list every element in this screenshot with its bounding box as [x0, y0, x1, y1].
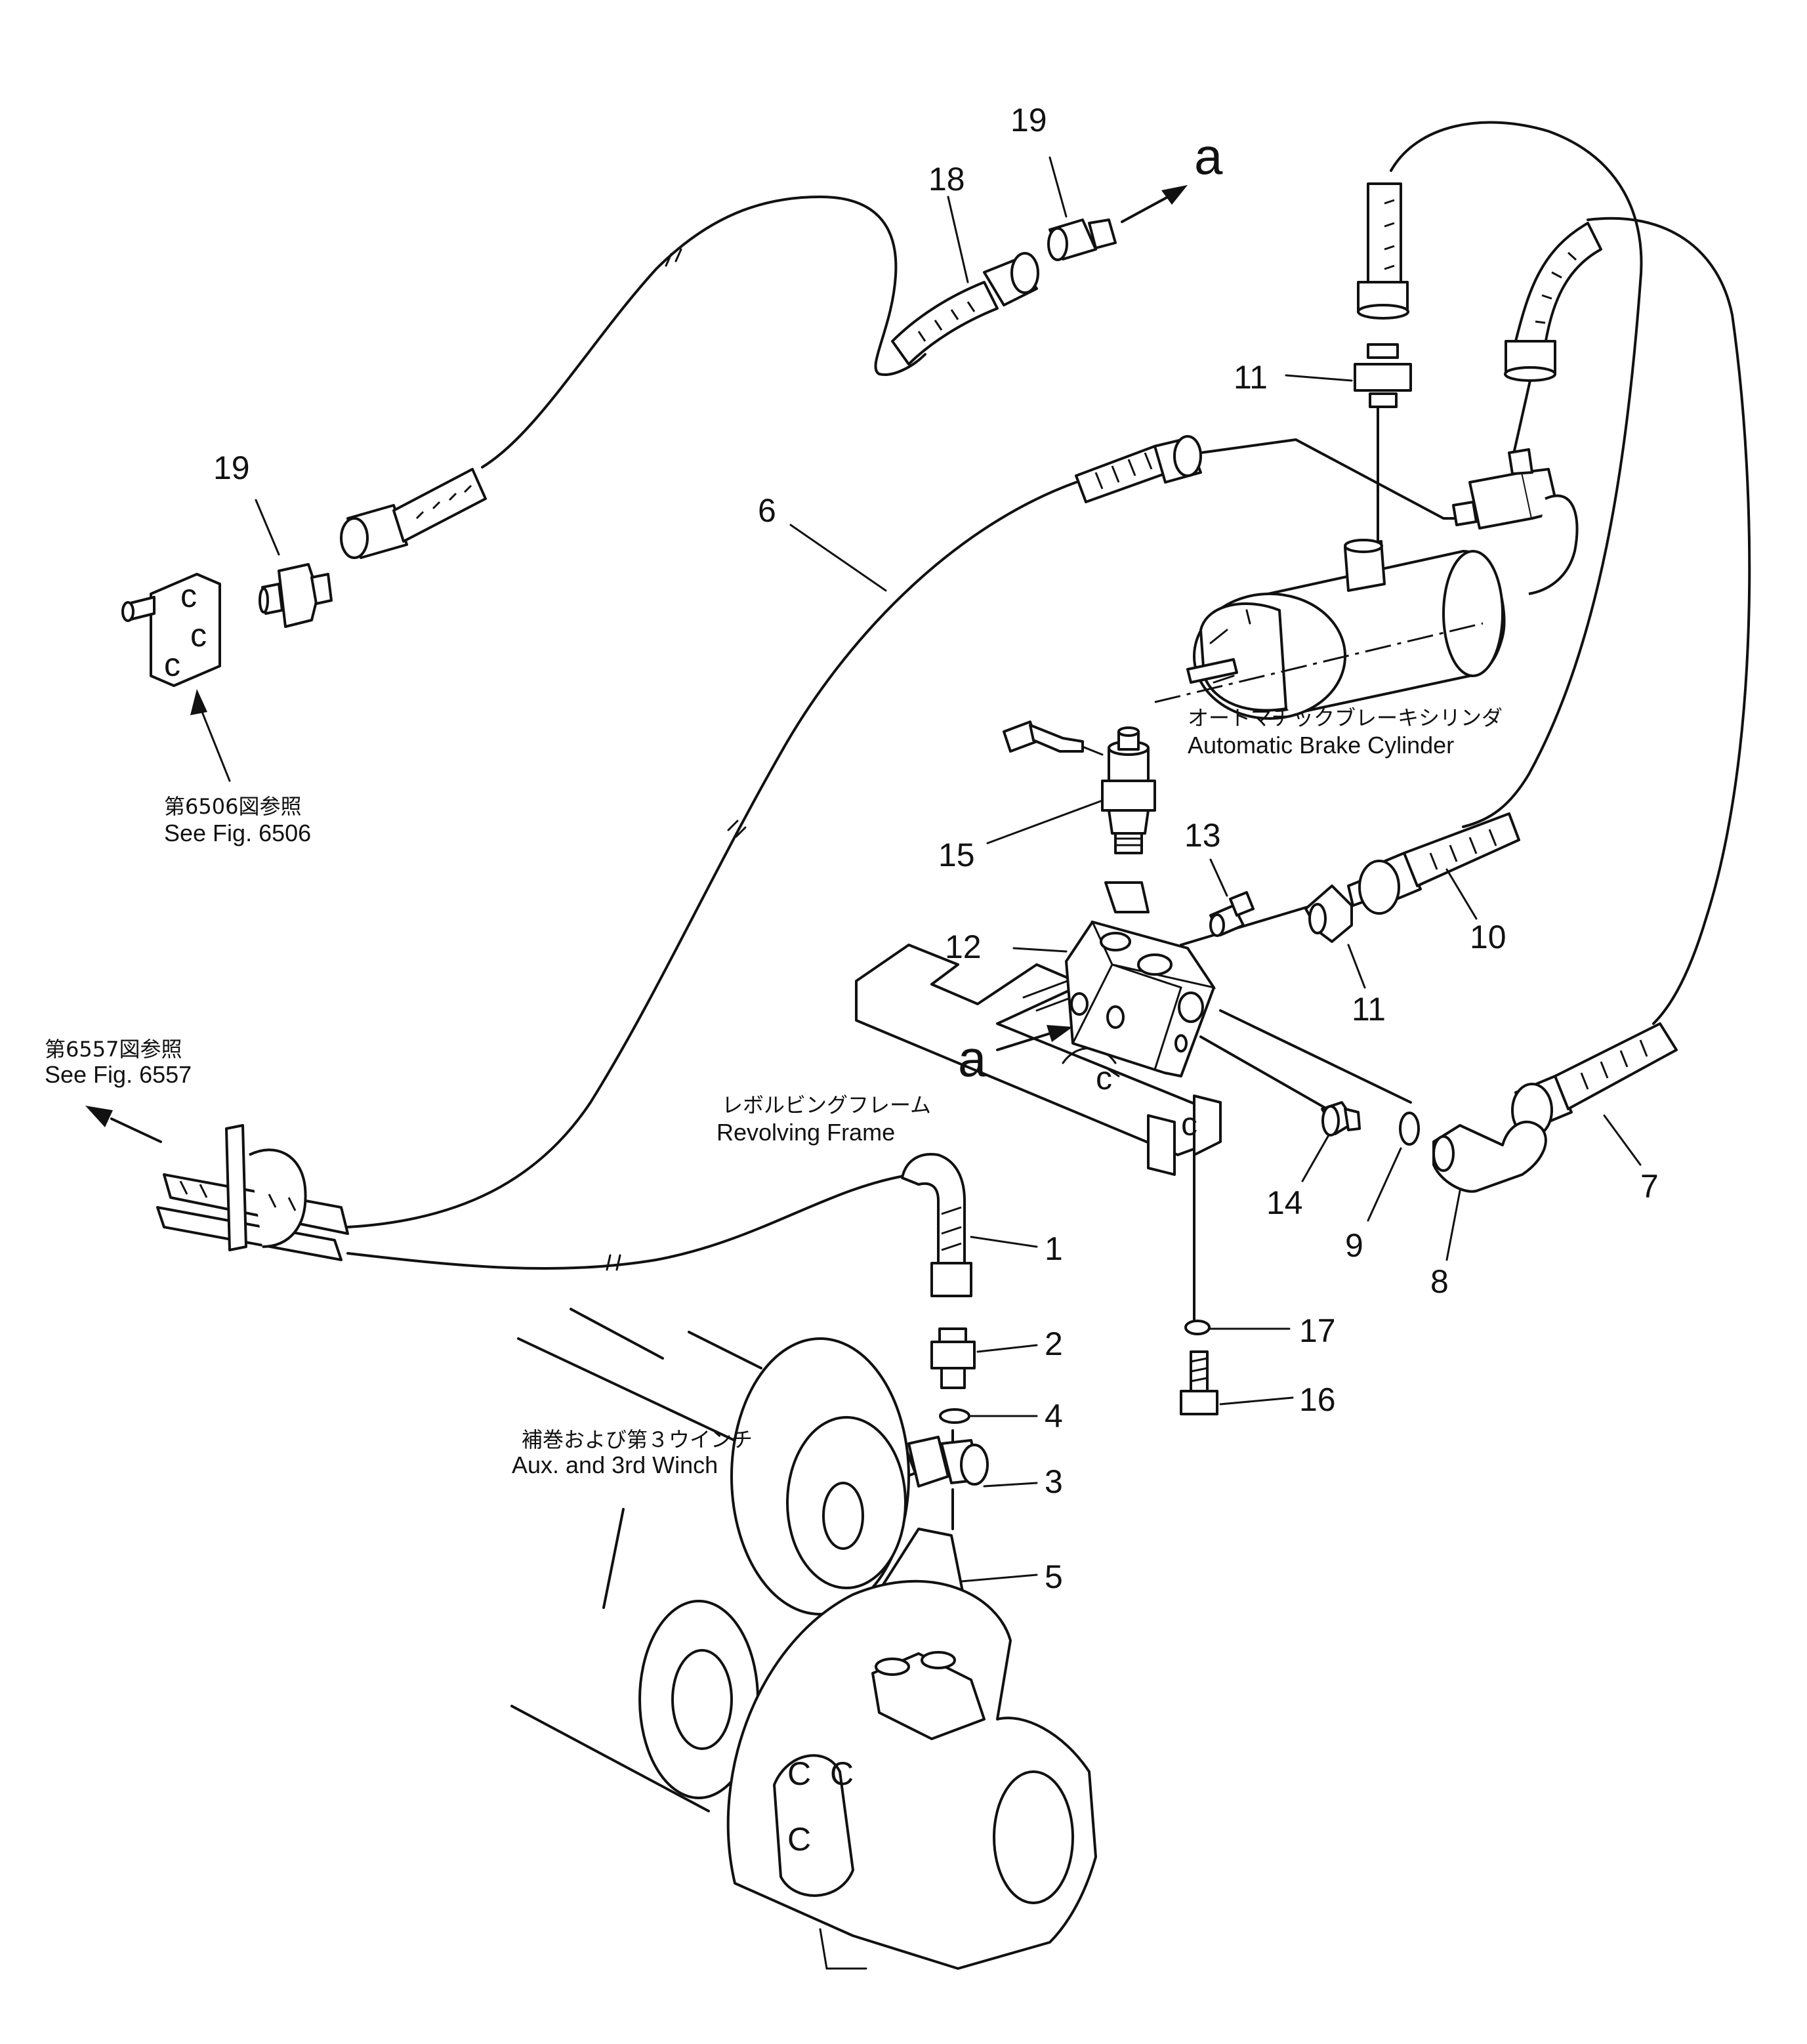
washer-17 [1184, 1320, 1211, 1335]
marker-a-block: a [958, 1030, 987, 1087]
label-brake-jp: オートマチックブレーキシリンダ [1188, 705, 1503, 730]
svg-text:C: C [787, 1755, 811, 1792]
marker-a-top: a [1194, 127, 1223, 185]
label-ref6557-en: See Fig. 6557 [45, 1061, 192, 1088]
callout-19-top: 19 [1010, 102, 1047, 138]
callout-6: 6 [758, 492, 776, 529]
callout-1: 1 [1045, 1230, 1063, 1267]
line-block-to-14 [1199, 1035, 1340, 1117]
fitting-19-left [259, 563, 333, 628]
svg-text:c: c [1181, 1106, 1197, 1142]
callout-9: 9 [1345, 1227, 1363, 1264]
callout-19-left: 19 [213, 449, 250, 486]
callout-2: 2 [1045, 1325, 1063, 1362]
callout-numbers: 1 2 3 4 5 6 7 8 9 10 11 11 12 13 14 15 1… [213, 102, 1659, 1595]
label-frame-jp: レボルビングフレーム [722, 1093, 931, 1117]
svg-text:c: c [1096, 1060, 1112, 1096]
hose-1 [901, 1153, 972, 1297]
aux-3rd-winch: C C C [510, 1308, 1097, 1970]
label-ref6557-jp: 第6557図参照 [45, 1037, 182, 1062]
hose-10-loop [1390, 121, 1643, 828]
hose-clamp-6557 [156, 1124, 349, 1261]
valve-block-12 [1065, 881, 1216, 1077]
leader-lines [196, 156, 1642, 1583]
hose-6-upper [1199, 438, 1478, 520]
elbow-8 [1432, 1120, 1547, 1193]
fitting-2 [930, 1327, 976, 1389]
hose-10 [1358, 812, 1520, 915]
bolt-16 [1180, 1350, 1218, 1415]
hose-left-top [481, 196, 926, 469]
label-ref6506-en: See Fig. 6506 [164, 820, 311, 846]
tee-block-6506: c c c [121, 573, 221, 687]
hose-end-left [340, 468, 487, 559]
callout-13: 13 [1184, 817, 1221, 854]
label-brake-en: Automatic Brake Cylinder [1188, 732, 1454, 759]
plug-14 [1321, 1101, 1361, 1137]
callout-8: 8 [1430, 1263, 1449, 1300]
callout-12: 12 [945, 928, 982, 965]
hose-6 [346, 481, 1077, 1228]
svg-text:c: c [190, 617, 207, 654]
fitting-19-top [1047, 219, 1117, 261]
arrow-to-a [1121, 185, 1188, 223]
hose-cylinder-curved [1504, 222, 1602, 461]
callout-4: 4 [1045, 1398, 1063, 1434]
svg-text:c: c [180, 577, 197, 614]
line-block-to-9 [1219, 1009, 1412, 1104]
hose-cylinder-vertical [1357, 182, 1409, 320]
callout-10: 10 [1470, 919, 1506, 955]
revolving-frame-bracket: c c [855, 944, 1222, 1176]
o-ring-4 [939, 1408, 970, 1424]
callout-15: 15 [938, 837, 975, 873]
label-winch-en: Aux. and 3rd Winch [512, 1451, 718, 1478]
arrow-6506 [190, 689, 207, 715]
callout-5: 5 [1045, 1558, 1063, 1595]
o-ring-9 [1399, 1112, 1420, 1146]
hose-18 [891, 252, 1039, 365]
callout-11-right: 11 [1352, 991, 1386, 1028]
hose-1-route [346, 1173, 913, 1270]
arrow-to-6557 [85, 1106, 162, 1143]
callout-14: 14 [1266, 1184, 1303, 1221]
hose-6-end [1075, 435, 1202, 503]
a-block-arrow [996, 1025, 1073, 1051]
break-marks [606, 248, 747, 1271]
svg-text:C: C [830, 1755, 854, 1792]
labels: オートマチックブレーキシリンダ Automatic Brake Cylinder… [45, 705, 1503, 1478]
hose-7-loop [1587, 217, 1751, 1025]
hose-block-fitting [1180, 904, 1314, 946]
automatic-brake-cylinder [1154, 448, 1579, 720]
callout-17: 17 [1299, 1312, 1336, 1349]
fitting-11-top [1354, 343, 1412, 408]
svg-text:c: c [164, 646, 180, 683]
callout-16: 16 [1299, 1381, 1336, 1418]
callout-7: 7 [1640, 1168, 1659, 1205]
hose-7 [1511, 1022, 1678, 1138]
svg-text:C: C [787, 1821, 811, 1858]
label-ref6506-jp: 第6506図参照 [164, 794, 301, 819]
pressure-switch-15 [1003, 720, 1156, 854]
callout-18: 18 [928, 161, 965, 198]
label-frame-en: Revolving Frame [717, 1119, 895, 1146]
label-winch-jp: 補巻および第３ウインチ [522, 1427, 753, 1452]
callout-11-top: 11 [1234, 359, 1268, 396]
plug-13 [1209, 891, 1255, 937]
callout-3: 3 [1045, 1463, 1063, 1500]
